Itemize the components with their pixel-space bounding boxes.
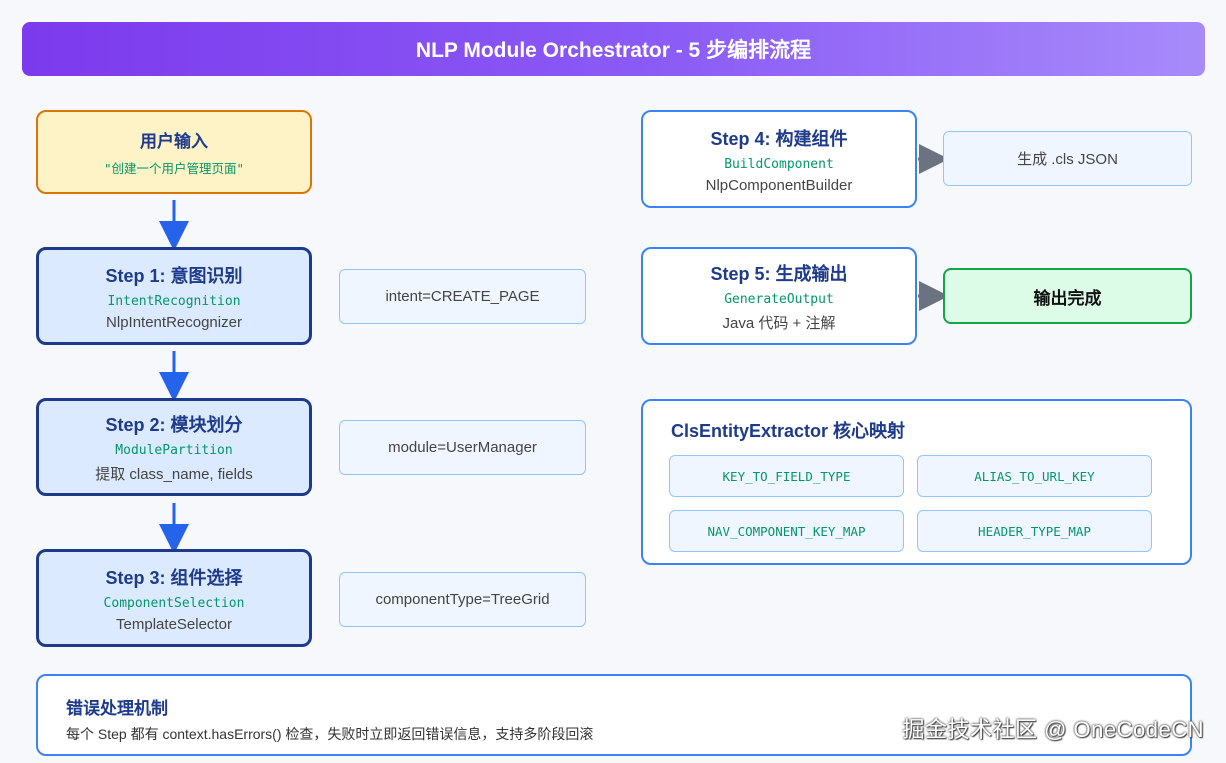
step-1-box: Step 1: 意图识别 IntentRecognition NlpIntent… [36, 247, 312, 345]
step-desc: NlpIntentRecognizer [106, 313, 242, 331]
page-title: NLP Module Orchestrator - 5 步编排流程 [22, 22, 1205, 76]
step-3-box: Step 3: 组件选择 ComponentSelection Template… [36, 549, 312, 647]
step-title: Step 4: 构建组件 [710, 128, 848, 149]
map-chip: KEY_TO_FIELD_TYPE [669, 455, 904, 497]
step-4-box: Step 4: 构建组件 BuildComponent NlpComponent… [641, 110, 917, 208]
step-code: ComponentSelection [103, 595, 245, 611]
map-chip: NAV_COMPONENT_KEY_MAP [669, 510, 904, 552]
error-handling-title: 错误处理机制 [66, 699, 168, 718]
step-title: Step 5: 生成输出 [710, 263, 848, 284]
step-2-output: module=UserManager [339, 420, 586, 475]
step-4-output: 生成 .cls JSON [943, 131, 1192, 186]
watermark: 掘金技术社区 @ OneCodeCN [902, 717, 1204, 742]
map-chip: HEADER_TYPE_MAP [917, 510, 1152, 552]
user-input-title: 用户输入 [140, 132, 208, 151]
output-done-box: 输出完成 [943, 268, 1192, 324]
step-1-output: intent=CREATE_PAGE [339, 269, 586, 324]
step-title: Step 2: 模块划分 [105, 414, 243, 435]
error-handling-desc: 每个 Step 都有 context.hasErrors() 检查，失败时立即返… [66, 726, 594, 742]
map-chip: ALIAS_TO_URL_KEY [917, 455, 1152, 497]
user-input-box: 用户输入 "创建一个用户管理页面" [36, 110, 312, 194]
step-desc: 提取 class_name, fields [95, 465, 253, 483]
step-desc: Java 代码 + 注解 [722, 314, 836, 332]
step-desc: NlpComponentBuilder [705, 176, 853, 194]
step-2-box: Step 2: 模块划分 ModulePartition 提取 class_na… [36, 398, 312, 496]
step-title: Step 3: 组件选择 [105, 567, 243, 588]
step-code: BuildComponent [724, 156, 834, 172]
step-desc: TemplateSelector [116, 615, 232, 633]
step-code: ModulePartition [115, 442, 233, 458]
step-code: IntentRecognition [107, 293, 241, 309]
step-code: GenerateOutput [724, 291, 834, 307]
step-5-box: Step 5: 生成输出 GenerateOutput Java 代码 + 注解 [641, 247, 917, 345]
error-handling-panel: 错误处理机制 每个 Step 都有 context.hasErrors() 检查… [36, 674, 1192, 756]
extractor-title: ClsEntityExtractor 核心映射 [671, 421, 906, 441]
step-3-output: componentType=TreeGrid [339, 572, 586, 627]
step-title: Step 1: 意图识别 [105, 265, 243, 286]
user-input-quote: "创建一个用户管理页面" [103, 161, 245, 176]
extractor-panel: ClsEntityExtractor 核心映射 KEY_TO_FIELD_TYP… [641, 399, 1192, 565]
